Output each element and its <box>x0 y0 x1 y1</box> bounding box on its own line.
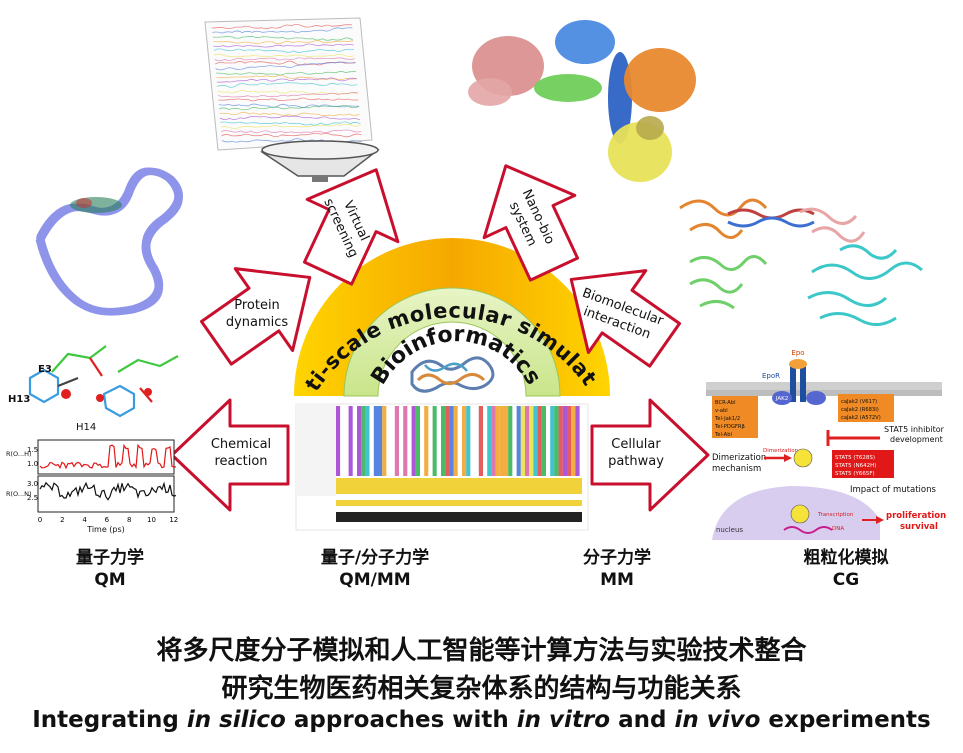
pathway-dna: DNA <box>832 526 844 532</box>
scale-cg-cn: 粗粒化模拟 <box>803 548 889 568</box>
pathway-epo: Epo <box>791 349 804 357</box>
pathway-box-stat: STAT5 (T628S) STAT5 (N642H) STAT5 (Y665F… <box>835 455 878 477</box>
scale-qm-cn: 量子力学 <box>76 548 144 568</box>
arrow-nano-bio-system: Nano-bio system <box>482 164 580 282</box>
arrow-label-protein-1: Protein <box>234 298 280 313</box>
scale-qmmm-en: QM/MM <box>339 570 411 590</box>
pathway-transcription: Transcription <box>817 512 854 518</box>
arrow-label-protein-2: dynamics <box>226 315 289 330</box>
arrow-label-chemical-1: Chemical <box>211 437 271 452</box>
qm-xtick: 8 <box>127 516 131 524</box>
arrow-label-cellular-2: pathway <box>608 454 664 469</box>
arrow-cellular-pathway: Cellular pathway <box>590 398 710 512</box>
qm-label-e3: E3 <box>38 364 52 375</box>
pathway-nucleus: nucleus <box>716 526 743 534</box>
qm-panel: E3 H13 H14 R(O...H) R(O...N) 1.5 1.0 3.0… <box>6 345 179 534</box>
pathway-outcome: proliferation survival <box>886 511 949 532</box>
scale-cg: 粗粒化模拟 CG <box>776 547 916 591</box>
qm-xtick: 6 <box>105 516 110 524</box>
footer-line-3: Integrating in silico approaches with in… <box>32 707 931 733</box>
center-protein-image <box>410 356 495 393</box>
qm-xtick: 2 <box>60 516 64 524</box>
arrow-label-cellular-1: Cellular <box>611 437 661 452</box>
footer-line-2: 研究生物医药相关复杂体系的结构与功能关系 <box>221 674 742 704</box>
pathway-box-left: BCR-Abl v-abl Tel-Jak1/2 Tel-PDGFRβ Tel-… <box>714 400 747 438</box>
footer-line-1: 将多尺度分子模拟和人工智能等计算方法与实验技术整合 <box>156 636 807 666</box>
pathway-dimerization-arrow: Dimerization <box>763 448 799 454</box>
arrow-label-chemical-2: reaction <box>214 454 267 469</box>
pathway-dimerization-label: Dimerization mechanism <box>712 453 769 474</box>
arrow-virtual-screening: Virtual screening <box>302 168 400 286</box>
qm-xlabel: Time (ps) <box>86 525 125 534</box>
arrow-chemical-reaction: Chemical reaction <box>170 398 290 512</box>
sequence-alignment-image <box>295 403 589 531</box>
scale-qm: 量子力学 QM <box>50 547 170 591</box>
qm-xtick: 4 <box>82 516 87 524</box>
qm-xtick: 10 <box>147 516 156 524</box>
pathway-epor: EpoR <box>762 372 780 380</box>
pathway-inhibitor: STAT5 inhibitor development <box>884 425 946 444</box>
pathway-box-right: caJak2 (V617) caJak2 (R683I) caJak2 (A57… <box>841 399 881 421</box>
biomolecular-interaction-image <box>679 198 923 326</box>
qm-ylabel-bottom: R(O...N) <box>6 490 32 498</box>
pathway-jak2: JAK2 <box>775 396 788 402</box>
inner-arc-band <box>343 287 561 397</box>
qm-ytick-bottom-1: 2.5 <box>27 494 38 502</box>
qm-ylabel-top: R(O...H) <box>6 450 32 458</box>
qm-label-h14: H14 <box>76 422 96 433</box>
scale-mm-cn: 分子力学 <box>583 548 651 568</box>
qm-xtick: 12 <box>169 516 178 524</box>
scale-qm-en: QM <box>94 570 126 590</box>
qm-ytick-top-1: 1.0 <box>27 460 38 468</box>
virtual-screening-funnel-image <box>204 17 380 182</box>
arrow-protein-dynamics: Protein dynamics <box>199 267 312 366</box>
pathway-impact: Impact of mutations <box>850 485 936 495</box>
nano-bio-protein-image <box>468 20 696 182</box>
scale-qmmm: 量子/分子力学 QM/MM <box>290 547 460 591</box>
qm-label-h13: H13 <box>8 394 30 405</box>
pathway-panel: Epo EpoR JAK2 BCR-Abl v-abl Tel-Jak1/2 T… <box>706 349 949 540</box>
scale-mm: 分子力学 MM <box>552 547 682 591</box>
qm-xtick: 0 <box>38 516 42 524</box>
qm-ytick-top-0: 1.5 <box>27 446 38 454</box>
scale-cg-en: CG <box>832 570 860 590</box>
qm-ytick-bottom-0: 3.0 <box>27 480 38 488</box>
protein-dynamics-image <box>35 167 183 316</box>
scale-mm-en: MM <box>600 570 634 590</box>
scale-qmmm-cn: 量子/分子力学 <box>320 548 430 568</box>
